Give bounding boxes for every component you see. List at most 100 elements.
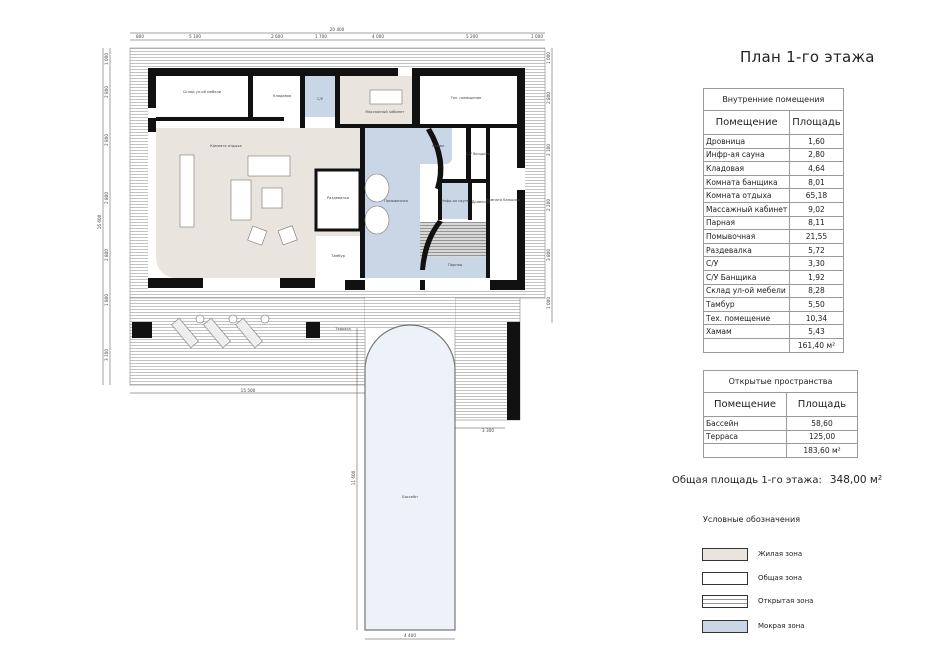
dim-right: 2 100: [546, 144, 551, 156]
label-woodshed: Дровница: [472, 200, 491, 204]
room-name: Склад ул-ой мебели: [702, 283, 791, 299]
floor-plan: Склад ул-ой мебели Кладовая С/У Массажны…: [97, 27, 553, 640]
label-steam: Парная: [448, 263, 462, 267]
dim-top: 2 600: [271, 34, 283, 39]
dim-terrace-right: 3 300: [482, 428, 494, 433]
room-area: 3,30: [789, 256, 844, 271]
room-area: 4,64: [789, 161, 844, 176]
coffee-table: [261, 187, 283, 209]
legend-title: Условные обозначения: [703, 515, 801, 524]
sofa: [230, 179, 252, 221]
dim-top: 5 100: [189, 34, 201, 39]
column-header: Площадь: [789, 110, 844, 135]
dim-left-total: 16 600: [97, 214, 102, 229]
dimension-lines: [102, 32, 553, 640]
room-area: 5,72: [789, 242, 844, 258]
label-lounge: Комната отдыха: [210, 144, 241, 148]
legend-label: Общая зона: [758, 574, 803, 582]
dim-top: 1 000: [531, 34, 543, 39]
dim-left: 2 800: [104, 192, 109, 204]
room-name: С/У: [702, 256, 791, 271]
room-area: 8,11: [789, 215, 844, 231]
legend-swatch: [702, 548, 748, 561]
dim-left: 3 100: [104, 349, 109, 361]
bath-tub: [364, 205, 390, 235]
room-area: 8,01: [789, 174, 844, 190]
label-attendant-wc: С/У банщика: [466, 152, 490, 156]
legend-swatch: [702, 620, 748, 633]
lounge-zone: [155, 128, 360, 278]
room-area: 5,50: [789, 297, 844, 312]
dim-left: 1 800: [104, 294, 109, 306]
room-area: 2,80: [789, 147, 844, 163]
dim-right: 3 800: [546, 249, 551, 261]
legend-swatch: [702, 572, 748, 585]
room-area: 125,00: [786, 429, 858, 445]
column-header: Помещение: [702, 110, 791, 135]
room-area: 58,60: [786, 416, 858, 431]
label-washing: Помывочная: [384, 199, 408, 203]
room-labels: Склад ул-ой мебели Кладовая С/У Массажны…: [183, 90, 520, 499]
room-name: Парная: [702, 215, 791, 231]
sofa: [247, 155, 291, 177]
dimension-texts: 20 400 800 5 100 2 600 1 700 4 000 5 200…: [97, 27, 551, 638]
room-name: С/У Банщика: [702, 269, 791, 285]
total-floor-area: Общая площадь 1-го этажа:348,00 м²: [672, 474, 882, 486]
dim-top: 800: [136, 34, 144, 39]
column-header: Помещение: [703, 392, 787, 417]
room-area: 8,28: [789, 283, 844, 299]
label-wc: С/У: [317, 97, 324, 101]
column: [132, 322, 152, 338]
room-area: 65,18: [789, 188, 844, 203]
room-name: Тех. помещение: [702, 310, 791, 326]
table-caption: Открытые пространства: [703, 370, 858, 393]
total-cell: 183,60 м²: [786, 443, 858, 458]
label-infrared: Инфр-ая сауна: [441, 199, 469, 203]
room-area: 5,43: [789, 324, 844, 339]
room-name: Помывочная: [702, 229, 791, 244]
dim-terrace-length: 15 500: [241, 388, 256, 393]
dim-pool-width: 4 400: [404, 633, 416, 638]
total-empty: [703, 443, 787, 458]
internal-rooms-table: Внутренние помещения Помещение Площадь Д…: [702, 88, 844, 353]
massage-table: [369, 89, 403, 105]
room-name: Кладовая: [702, 161, 791, 176]
label-terrace: Терраса: [334, 327, 350, 331]
dim-right: 1 000: [546, 52, 551, 64]
dim-right: 2 800: [546, 92, 551, 104]
dim-left: 2 800: [104, 134, 109, 146]
dim-left: 1 000: [104, 53, 109, 65]
legend-swatch: [702, 595, 748, 608]
room-name: Инфр-ая сауна: [702, 147, 791, 163]
column: [306, 322, 320, 338]
room-name: Хамам: [702, 324, 791, 339]
room-area: 9,02: [789, 201, 844, 217]
room-area: 1,60: [789, 134, 844, 149]
room-name: Дровница: [702, 134, 791, 149]
room-area: 10,34: [789, 310, 844, 326]
room-name: Тамбур: [702, 297, 791, 312]
room-area: 21,55: [789, 229, 844, 244]
label-attendant: Комната банщика: [486, 198, 520, 202]
room-area: 1,92: [789, 269, 844, 285]
legend-label: Жилая зона: [758, 550, 803, 558]
room-name: Комната банщика: [702, 174, 791, 190]
total-cell: 161,40 м²: [789, 337, 844, 353]
dim-top-total: 20 400: [330, 27, 345, 32]
label-vestibule: Тамбур: [330, 254, 345, 258]
sun-loungers: [171, 314, 270, 349]
walls: [148, 68, 525, 290]
